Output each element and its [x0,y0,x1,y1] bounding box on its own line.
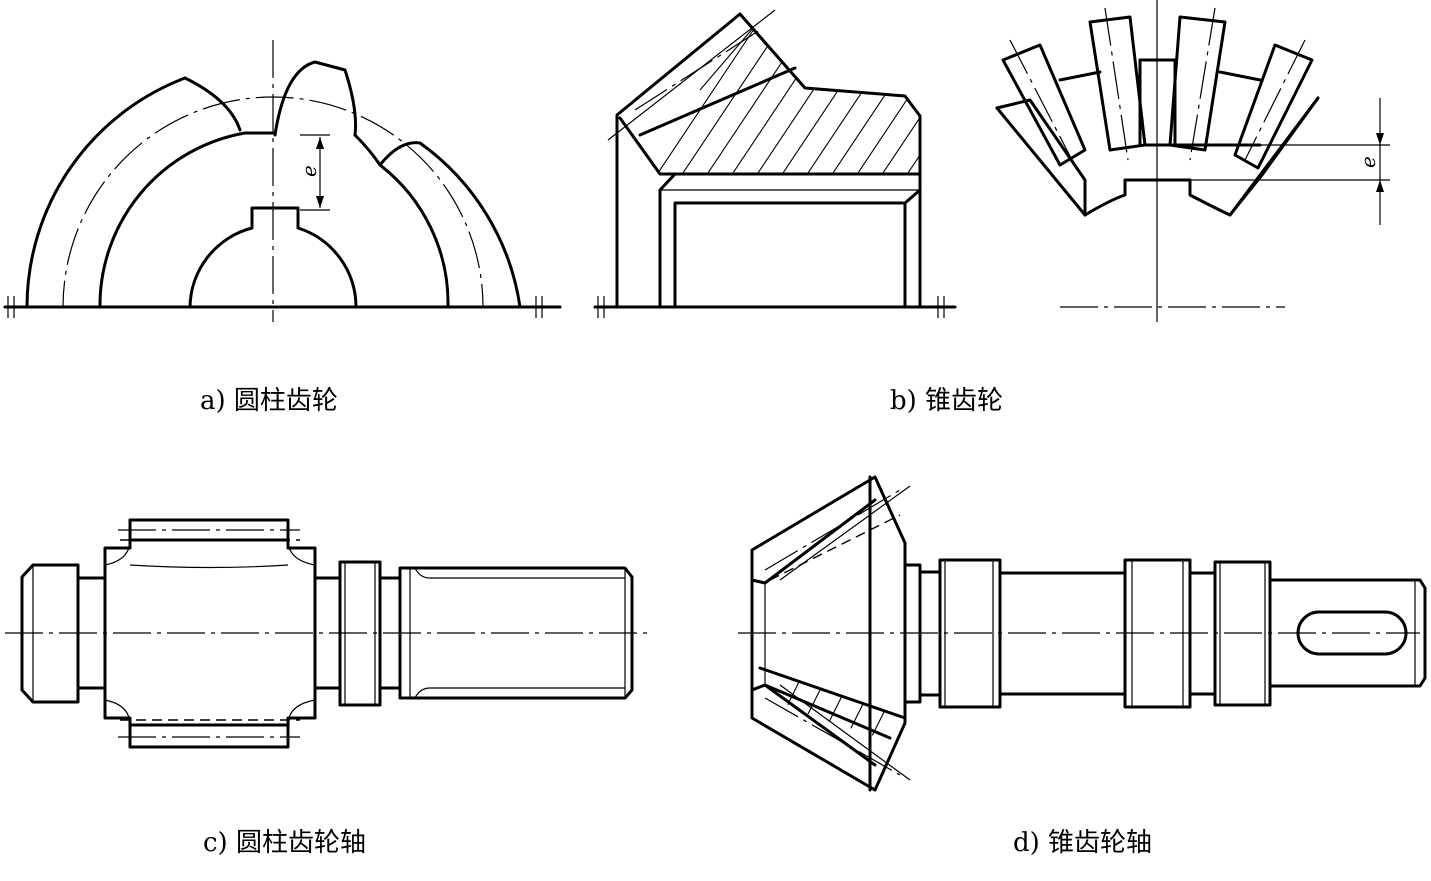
bevel-tooth-1 [1088,15,1147,152]
shaft-d-bevel-gear [750,475,907,792]
gear-a-tooth-flank [183,76,242,132]
bevel-gear-base-profile [995,96,1320,217]
shaft-d-keyway [1296,610,1408,656]
shaft-d-collar-2 [1123,558,1192,709]
bevel-gear-cone-line [607,9,776,141]
gear-a-root-circle-right [353,133,450,307]
dimension-e-label-b: e [1356,156,1380,168]
bevel-tooth-2 [1168,15,1227,152]
bevel-gear-section-view [593,9,957,318]
cylindrical-gear-shaft [5,518,650,749]
bevel-tooth-4 [1233,43,1314,170]
caption-bevel-gear-shaft: d) 锥齿轮轴 [1013,828,1153,858]
caption-cylindrical-gear: a) 圆柱齿轮 [200,386,338,416]
bevel-tooth-3 [1001,43,1087,167]
bevel-gear-bore [658,172,922,309]
bevel-gear-shaft [738,475,1427,792]
dimension-e-a: e [297,134,330,211]
gear-a-root-circle-left [98,131,277,307]
gear-a-bore-keyway [188,206,358,307]
bevel-gear-tooth-view: e [995,0,1390,322]
gear-a-tooth [273,60,358,137]
shaft-c-bearing-collar [338,560,382,707]
bevel-gear-pitch-line [634,29,761,111]
bevel-gear-root-line [638,66,797,137]
cylindrical-gear-half-view: e [3,40,562,322]
dimension-e-b: e [1190,98,1390,225]
shaft-d-collar-1 [938,558,1002,709]
bevel-gear-hub-line [618,116,922,176]
gear-a-tip-arc-left [25,76,187,307]
caption-bevel-gear: b) 锥齿轮 [890,386,1004,416]
shaft-c-gear-tip [128,518,290,749]
caption-cylindrical-gear-shaft: c) 圆柱齿轮轴 [203,828,366,858]
shaft-d-collar-3 [1213,560,1272,707]
bevel-gear-outline [615,12,922,309]
gear-a-tip-arc-right [378,141,522,307]
shaft-d-keyed-end [1268,578,1427,688]
dimension-e-label-a: e [297,165,321,177]
